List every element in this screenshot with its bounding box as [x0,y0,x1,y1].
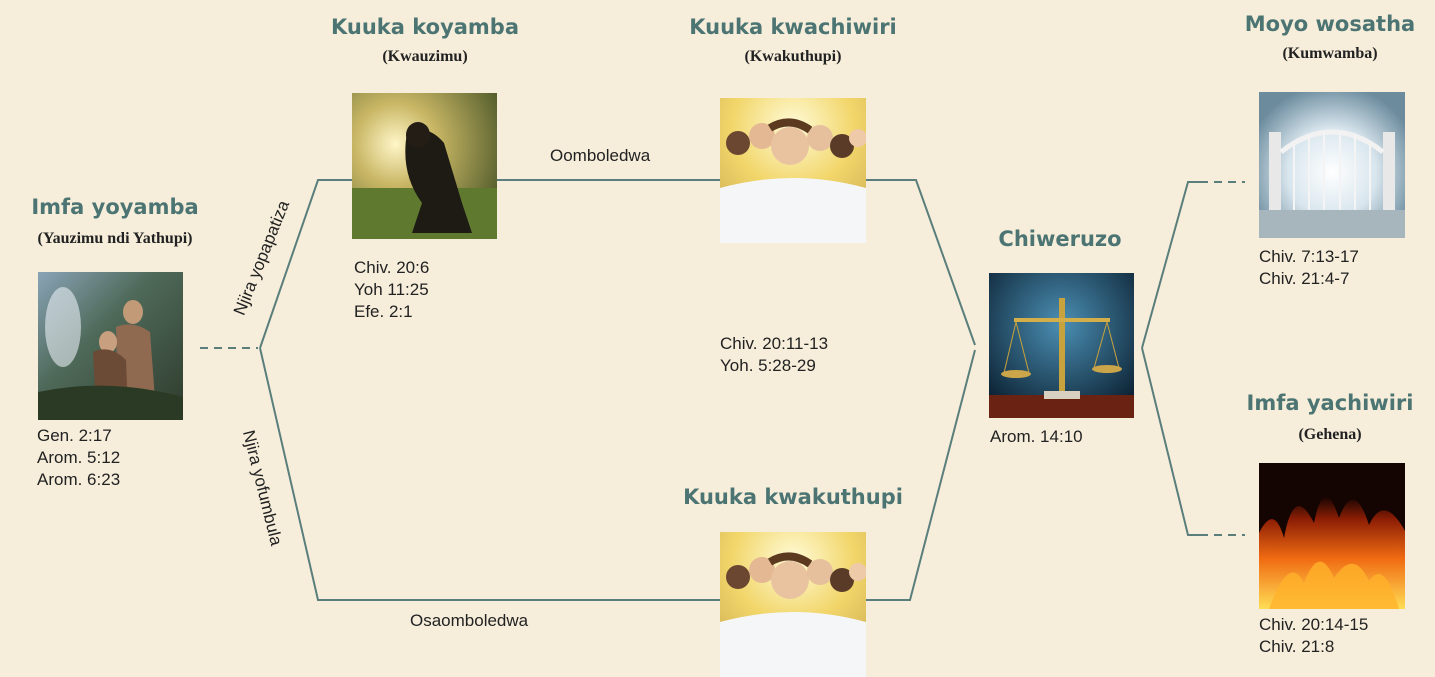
first-resurrection-title: Kuuka koyamba [330,15,520,39]
narrow-path-line [259,179,352,349]
first-death-title: Imfa yoyamba [31,195,199,219]
ref-item: Arom. 6:23 [37,470,121,489]
praying-man-image [352,93,497,239]
first-death-refs: Gen. 2:17 Arom. 5:12 Arom. 6:23 [37,425,120,491]
judgment-to-death-line [1141,347,1200,536]
unsaved-label: Osaomboledwa [410,611,529,630]
ref-item: Chiv. 20:6 [354,258,430,277]
eternal-life-refs: Chiv. 7:13-17 Chiv. 21:4-7 [1259,246,1359,290]
ref-item: Arom. 5:12 [37,448,121,467]
eternal-life-subtitle: (Kumwamba) [1282,45,1378,62]
judgment-refs: Arom. 14:10 [990,426,1083,448]
unsaved-resurrection-title: Kuuka kwakuthupi [683,485,903,509]
second-death-subtitle: (Gehena) [1298,426,1362,443]
ref-item: Chiv. 21:8 [1259,637,1335,656]
first-resurrection-refs: Chiv. 20:6 Yoh 11:25 Efe. 2:1 [354,257,429,323]
ref-item: Chiv. 7:13-17 [1259,247,1359,266]
judgment-to-life-line [1141,181,1200,349]
heaven-gate-image [1259,92,1405,238]
ref-item: Chiv. 21:4-7 [1259,269,1350,288]
saved-label: Oomboledwa [550,146,651,165]
resurrected-crowd-image [720,98,866,243]
ref-item: Yoh. 5:28-29 [720,356,816,375]
adam-eve-image [38,272,183,420]
eternal-life-title: Moyo wosatha [1244,12,1416,36]
middle-refs: Chiv. 20:11-13 Yoh. 5:28-29 [720,333,828,377]
fire-image [1259,463,1405,609]
judgment-title: Chiweruzo [998,227,1122,251]
ref-item: Gen. 2:17 [37,426,112,445]
first-resurrection-subtitle: (Kwauzimu) [382,48,468,65]
ref-item: Arom. 14:10 [990,427,1083,446]
second-resurrection-title: Kuuka kwachiwiri [689,15,897,39]
ref-item: Efe. 2:1 [354,302,413,321]
ref-item: Chiv. 20:11-13 [720,334,829,353]
first-death-subtitle: (Yauzimu ndi Yathupi) [37,230,193,247]
saved-to-judgment-line [866,179,976,346]
broad-path-line [259,347,720,601]
ref-item: Yoh 11:25 [354,280,429,299]
second-death-refs: Chiv. 20:14-15 Chiv. 21:8 [1259,614,1368,658]
second-death-title: Imfa yachiwiri [1246,391,1414,415]
second-resurrection-subtitle: (Kwakuthupi) [744,48,842,65]
resurrected-crowd-image [720,532,866,677]
scales-image [989,273,1134,418]
ref-item: Chiv. 20:14-15 [1259,615,1369,634]
unsaved-to-judgment-line [866,349,976,601]
